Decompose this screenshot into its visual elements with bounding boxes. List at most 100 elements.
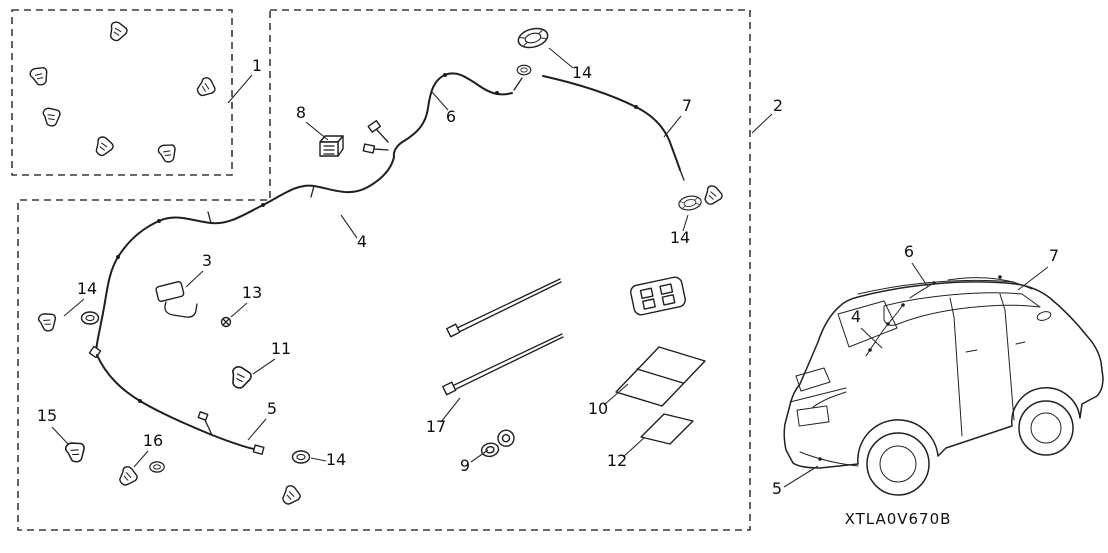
callout-label-7: 7 bbox=[682, 96, 692, 115]
car-front-wheel bbox=[1030, 412, 1062, 444]
callout-label-6: 6 bbox=[446, 107, 456, 126]
car-roof-rail bbox=[857, 279, 1015, 295]
car-door-seam bbox=[953, 316, 963, 437]
sensor-clip-icon bbox=[107, 20, 130, 44]
tape-sheet-10: 10 bbox=[588, 276, 706, 418]
car-harness-6 bbox=[909, 282, 935, 299]
clip-kit-border bbox=[11, 9, 233, 176]
fastener-9: 9 bbox=[460, 429, 515, 475]
callout-14-left: 14 bbox=[63, 279, 97, 317]
callout-label-3: 3 bbox=[202, 251, 212, 270]
callout-label-17: 17 bbox=[426, 417, 446, 436]
buckle-clip-icon bbox=[630, 276, 686, 316]
car-harness-rear bbox=[811, 391, 847, 409]
sheet-icon bbox=[640, 413, 694, 445]
car-body-outline bbox=[783, 281, 1104, 469]
callout-16: 16 bbox=[133, 431, 163, 468]
sensor-clip-icon bbox=[63, 438, 89, 465]
callout-label-7: 7 bbox=[1049, 246, 1059, 265]
car-license-plate bbox=[796, 405, 830, 427]
rivet-head-icon bbox=[501, 434, 511, 443]
harness-7: 7 bbox=[542, 75, 692, 181]
car-harness-7 bbox=[947, 277, 1033, 290]
clip-kit-box: 1 bbox=[11, 9, 262, 176]
callout-label-9: 9 bbox=[460, 456, 470, 475]
car-door-seam bbox=[1004, 309, 1015, 421]
car-front-wheel bbox=[1018, 400, 1074, 456]
car-door-handle bbox=[1015, 341, 1026, 345]
car-side-mirror bbox=[1036, 311, 1052, 321]
cable-ties-17: 17 bbox=[426, 278, 564, 436]
car-rear-wheel bbox=[866, 432, 930, 496]
callout-10: 10 bbox=[588, 383, 629, 418]
cable-tie-head-icon bbox=[442, 381, 457, 396]
callout-17: 17 bbox=[426, 397, 461, 436]
car-window-divider bbox=[999, 293, 1006, 311]
callout-14-top: 14 bbox=[548, 47, 592, 82]
callout-15: 15 bbox=[37, 406, 69, 445]
callout-label-11: 11 bbox=[271, 339, 291, 358]
sensor-clip-icon bbox=[92, 134, 116, 159]
callout-label-4: 4 bbox=[357, 232, 367, 251]
callout-4: 4 bbox=[340, 214, 367, 251]
sensor-clip-icon bbox=[156, 140, 181, 166]
sensor-clip-icon bbox=[279, 483, 304, 509]
harness-4: 4 bbox=[95, 119, 395, 352]
car-rear-window bbox=[837, 300, 898, 348]
callout-9: 9 bbox=[460, 449, 489, 475]
sensor-clip-icon bbox=[229, 365, 254, 391]
control-unit-8: 8 bbox=[296, 103, 344, 157]
grommet-ring-icon bbox=[291, 450, 311, 464]
grommet-14-left: 14 bbox=[36, 279, 100, 334]
callout-5: 5 bbox=[247, 399, 277, 441]
branch-connector-icon bbox=[362, 143, 376, 154]
callout-6: 6 bbox=[431, 91, 456, 126]
callout-6-car: 6 bbox=[904, 242, 929, 288]
callout-label-10: 10 bbox=[588, 399, 608, 418]
grommet-ring-icon bbox=[516, 64, 532, 76]
car-side-windows bbox=[883, 292, 1041, 326]
car-illustration: 6 7 4 5 bbox=[772, 242, 1104, 498]
car-hatch-seam bbox=[789, 387, 847, 403]
callout-label-14: 14 bbox=[77, 279, 97, 298]
bracket-3: 3 bbox=[155, 251, 212, 318]
sensor-clip-icon bbox=[116, 464, 141, 490]
callout-13: 13 bbox=[230, 283, 262, 318]
callout-label-4: 4 bbox=[851, 307, 861, 326]
callout-14-bottom: 14 bbox=[310, 450, 346, 469]
branch-connector-icon bbox=[367, 119, 382, 133]
callout-label-14: 14 bbox=[326, 450, 346, 469]
clip-11: 11 bbox=[229, 339, 291, 391]
callout-label-12: 12 bbox=[607, 451, 627, 470]
grommet-ring-icon bbox=[149, 461, 165, 473]
callout-8: 8 bbox=[296, 103, 329, 141]
cable-tie-head-icon bbox=[446, 323, 461, 338]
callout-label-16: 16 bbox=[143, 431, 163, 450]
grommet-icon bbox=[515, 24, 551, 52]
callout-7-car: 7 bbox=[1017, 246, 1059, 291]
callout-label-13: 13 bbox=[242, 283, 262, 302]
callout-label-5: 5 bbox=[772, 479, 782, 498]
harness-connector-icon bbox=[88, 345, 102, 359]
sensor-clip-icon bbox=[701, 183, 726, 209]
harness-6: 6 bbox=[392, 64, 532, 158]
callout-label-1: 1 bbox=[252, 56, 262, 75]
harness-kit-border bbox=[17, 9, 751, 531]
callout-1: 1 bbox=[227, 56, 262, 104]
callout-14-right: 14 bbox=[670, 214, 690, 247]
harness-connector-icon bbox=[252, 444, 265, 455]
callout-label-8: 8 bbox=[296, 103, 306, 122]
harness-connector-icon bbox=[197, 411, 209, 421]
callout-label-15: 15 bbox=[37, 406, 57, 425]
tape-sheet-12: 12 bbox=[607, 413, 694, 470]
clip-15: 15 bbox=[37, 406, 89, 465]
callout-2: 2 bbox=[751, 96, 783, 134]
sensor-clip-icon bbox=[193, 75, 220, 101]
part-code: XTLA0V670B bbox=[845, 510, 952, 528]
bolt-13: 13 bbox=[220, 283, 262, 328]
callout-12: 12 bbox=[607, 437, 645, 470]
car-rear-wheel bbox=[879, 445, 917, 483]
grommet-14-bottom: 14 bbox=[279, 450, 346, 509]
